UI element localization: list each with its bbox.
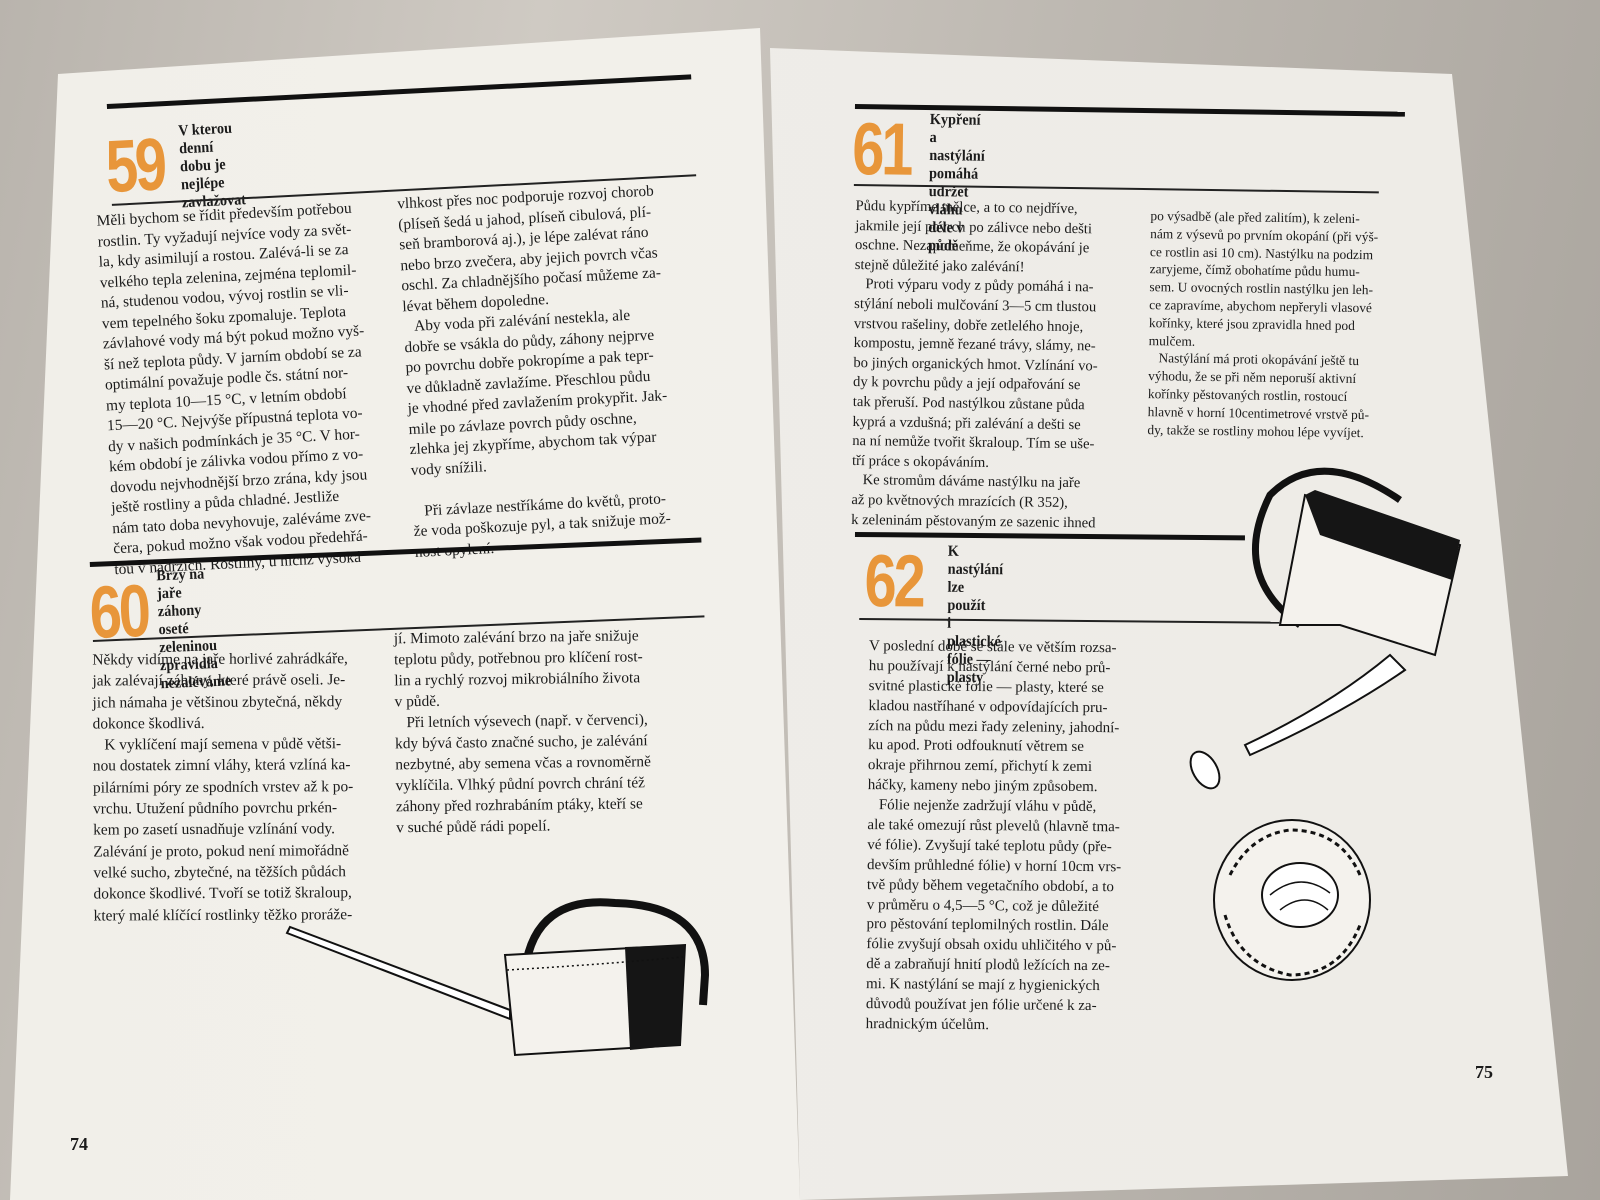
text-line: vrchu. Utužení půdního povrchu prkén- bbox=[93, 799, 338, 818]
title-line: K nastýlání bbox=[947, 542, 1004, 579]
text-column: vlhkost přes noc podporuje rozvoj chorob… bbox=[397, 182, 675, 564]
text-line: mi. K nastýlání se mají z hygienických bbox=[865, 976, 1100, 995]
title-line: V kterou denní bbox=[177, 119, 233, 158]
cabbage-illustration bbox=[1213, 819, 1371, 981]
text-line: kladou nastříhané v odpovídajících pru- bbox=[868, 697, 1108, 716]
text-line: Někdy vidíme na jaře horlivé zahrádkáře, bbox=[92, 650, 348, 669]
text-column: Někdy vidíme na jaře horlivé zahrádkáře,… bbox=[92, 650, 354, 928]
watering-can-illustration bbox=[1189, 467, 1462, 790]
text-line: vé fólie). Zvyšují také teplotu půdy (př… bbox=[867, 836, 1112, 856]
text-line: devším průhledné fólie) v horní 10cm vrs… bbox=[867, 856, 1122, 876]
header-rule bbox=[106, 74, 692, 110]
text-line: v suché půdě rádi popelí. bbox=[396, 817, 551, 837]
page-number: 74 bbox=[70, 1134, 88, 1154]
title-line: Kypření a nastýlání bbox=[929, 111, 985, 165]
text-line: tvě půdy během vegetačního období, a to bbox=[866, 876, 1115, 895]
text-line: V poslední době se stále ve větším rozsa… bbox=[868, 638, 1117, 657]
text-line: k zeleninám pěstovaným ze sazenic ihned bbox=[851, 511, 1096, 531]
text-line: dy, takže se rostliny mohou lépe vyvíjet… bbox=[1147, 421, 1364, 440]
text-line: jich námaha je většinou zbytečná, někdy bbox=[92, 692, 343, 712]
text-line: hradnickým účelům. bbox=[865, 1015, 990, 1034]
text-column: Půdu kypříme mělce, a to co nejdříve,jak… bbox=[851, 198, 1100, 534]
text-line: okraje přihrnou zemí, přichytí k zemi bbox=[867, 757, 1093, 776]
text-line: K vyklíčení mají semena v půdě větši- bbox=[92, 735, 342, 754]
text-line: pro pěstování teplomilných rostlin. Dále bbox=[866, 916, 1109, 935]
text-line: svitné plastické fólie — plasty, které s… bbox=[868, 677, 1104, 696]
section-number: 59 bbox=[103, 122, 166, 209]
title-line: lze použít bbox=[947, 578, 986, 615]
text-line: fólie zvyšují obsah oxidu uhličitého v p… bbox=[866, 936, 1117, 955]
text-line: nou dostatek zimní vláhy, která vzlíná k… bbox=[92, 756, 351, 776]
text-line: v průměru o 4,5—5 °C, což je důležité bbox=[866, 896, 1099, 915]
text-line: hu používají k nastýlání černé nebo prů- bbox=[868, 657, 1111, 677]
text-line: dokonce škodlivá. bbox=[92, 714, 205, 733]
page-number: 75 bbox=[1475, 1062, 1493, 1082]
title-line: Brzy na jaře záhony bbox=[156, 565, 205, 621]
text-column: V poslední době se stále ve větším rozsa… bbox=[866, 638, 1124, 1038]
text-line: jak zalévají záhony, které právě oseli. … bbox=[92, 671, 346, 690]
text-line: ale také omezují růst plevelů (hlavně tm… bbox=[867, 817, 1120, 836]
section-number: 62 bbox=[864, 539, 923, 623]
text-line: velké sucho, zbytečné, na těžších půdách bbox=[93, 863, 347, 882]
text-line: háčky, kameny nebo jiným způsobem. bbox=[867, 777, 1098, 796]
text-line: pilárními póry ze spodních vrstev až k p… bbox=[92, 777, 354, 797]
title-line: dobu je nejlépe bbox=[179, 156, 227, 194]
text-line: Fólie nejenže zadržují vláhu v půdě, bbox=[867, 797, 1097, 816]
text-line: zích na půdu mezi řady zeleniny, jahodní… bbox=[868, 717, 1120, 736]
text-line: ku apod. Proti odfouknutí větrem se bbox=[868, 737, 1085, 756]
watering-can-illustration bbox=[285, 898, 710, 1057]
text-column: jí. Mimoto zalévání brzo na jaře snižuje… bbox=[394, 627, 652, 840]
text-line: důvodů používat jen fólie určené k za- bbox=[865, 996, 1097, 1015]
text-column: po výsadbě (ale před zalitím), k zeleni-… bbox=[1147, 208, 1378, 443]
section-number: 61 bbox=[851, 106, 911, 191]
text-line: dě a zabraňují hnití plodů ležících na z… bbox=[866, 956, 1110, 975]
text-line: kem po zasetí usnadňuje vzlínání vody. bbox=[93, 820, 336, 839]
text-line: Zalévání je proto, pokud není mimořádně bbox=[93, 841, 349, 861]
